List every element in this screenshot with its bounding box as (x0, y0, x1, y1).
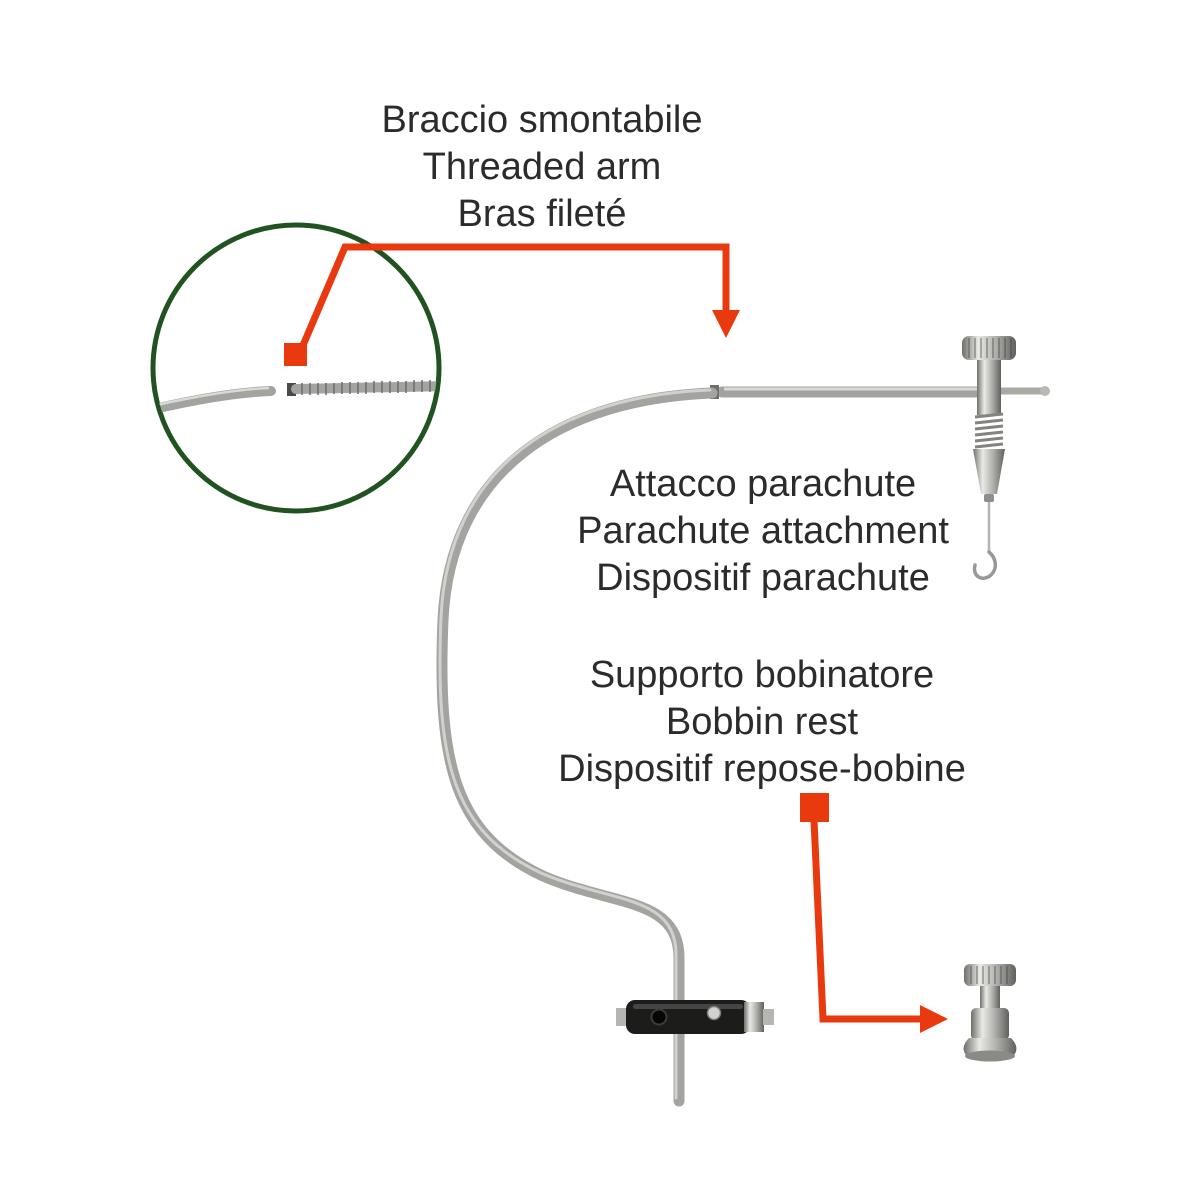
label-bobbin-rest-fr: Dispositif repose-bobine (558, 748, 966, 790)
knurled-knob (964, 964, 1016, 986)
label-bobbin-rest: Supporto bobinatore Bobbin rest Disposit… (412, 652, 1112, 793)
clamp-pin (706, 1005, 722, 1021)
label-threaded-arm: Braccio smontabile Threaded arm Bras fil… (217, 97, 867, 238)
arrow-head-down (712, 310, 740, 338)
label-threaded-arm-fr: Bras fileté (457, 193, 627, 235)
bobbin-rest-knob-part (963, 964, 1017, 1062)
rod-end-cap (1040, 386, 1050, 396)
parachute-attachment-part (962, 336, 1016, 580)
thread-ticks (301, 380, 431, 395)
label-threaded-arm-it: Braccio smontabile (381, 99, 703, 141)
annotation-threaded-arm (284, 243, 740, 366)
callout-line (810, 819, 924, 1023)
knurled-knob (962, 336, 1016, 360)
attachment-spring (974, 412, 1004, 449)
label-parachute-attachment-en: Parachute attachment (577, 510, 949, 552)
attachment-body (973, 449, 1005, 494)
label-threaded-arm-en: Threaded arm (422, 146, 662, 188)
attachment-neck (977, 360, 1001, 415)
clamp-screw (744, 1002, 764, 1032)
annotation-bobbin-rest (800, 793, 948, 1033)
detail-magnifier-circle (150, 222, 442, 514)
bottom-clamp-part (616, 1000, 774, 1034)
label-bobbin-rest-it: Supporto bobinatore (589, 654, 935, 696)
attachment-hook (972, 550, 998, 580)
threaded-arm-tube (436, 385, 1050, 1107)
knob-skirt (963, 1038, 1017, 1055)
arrow-head-right (920, 1005, 948, 1033)
label-parachute-attachment-fr: Dispositif parachute (596, 557, 930, 599)
callout-line (297, 243, 730, 352)
label-bobbin-rest-en: Bobbin rest (665, 701, 859, 743)
clamp-hole (650, 1008, 668, 1026)
label-parachute-attachment-it: Attacco parachute (609, 463, 917, 505)
label-parachute-attachment: Attacco parachute Parachute attachment D… (438, 461, 1088, 602)
callout-square (800, 793, 829, 822)
